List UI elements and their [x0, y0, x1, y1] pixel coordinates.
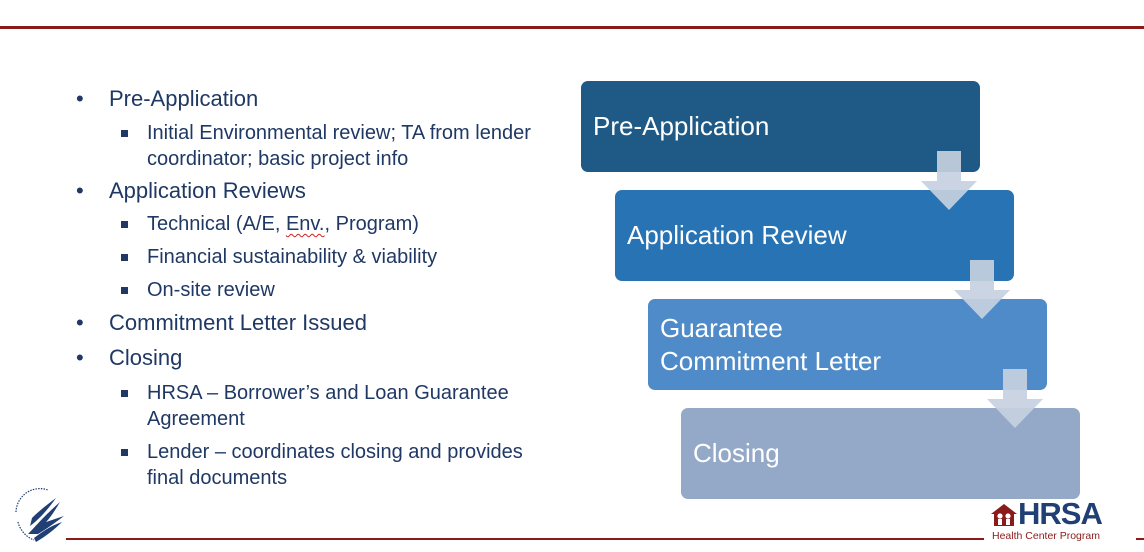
sub-bullet-technical: Technical (A/E, Env., Program) — [121, 211, 557, 237]
process-bullet-list: • Pre-Application Initial Environmental … — [0, 0, 560, 552]
square-bullet — [121, 254, 128, 261]
spellcheck-underlined-word: Env. — [285, 213, 325, 235]
square-bullet — [121, 130, 128, 137]
bullet-closing: • Closing — [76, 345, 183, 370]
square-bullet — [121, 390, 128, 397]
bullet-dot: • — [76, 345, 84, 370]
down-arrow-icon — [954, 260, 1010, 319]
sub-bullet-onsite: On-site review — [121, 277, 557, 303]
sub-bullet-pre-application-detail: Initial Environmental review; TA from le… — [121, 120, 557, 172]
bottom-divider — [66, 538, 984, 540]
square-bullet — [121, 287, 128, 294]
bullet-dot: • — [76, 178, 84, 203]
bullet-dot: • — [76, 310, 84, 335]
sub-bullet-closing-lender: Lender – coordinates closing and provide… — [121, 439, 557, 491]
top-divider — [0, 26, 1144, 29]
hrsa-subtitle: Health Center Program — [992, 530, 1100, 542]
square-bullet — [121, 221, 128, 228]
sub-bullet-closing-hrsa: HRSA – Borrower’s and Loan Guarantee Agr… — [121, 380, 557, 432]
sub-bullet-financial: Financial sustainability & viability — [121, 244, 557, 270]
bullet-pre-application: • Pre-Application — [76, 86, 259, 111]
square-bullet — [121, 449, 128, 456]
down-arrow-icon — [921, 151, 977, 210]
bullet-application-reviews: • Application Reviews — [76, 178, 306, 203]
hrsa-logo: HRSA Health Center Program — [990, 496, 1136, 546]
bullet-commitment-letter: • Commitment Letter Issued — [76, 310, 367, 335]
process-step-pre-application: Pre-Application — [581, 81, 980, 172]
bullet-dot: • — [76, 86, 84, 111]
hrsa-house-icon — [991, 504, 1017, 526]
down-arrow-icon — [987, 369, 1043, 428]
bottom-divider-right — [1136, 538, 1144, 540]
hhs-eagle-seal-icon — [15, 488, 64, 542]
hrsa-wordmark: HRSA — [1018, 496, 1103, 531]
